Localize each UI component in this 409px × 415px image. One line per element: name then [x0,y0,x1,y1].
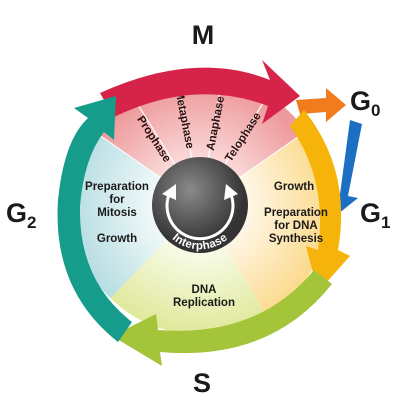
interphase-cycle-arrowhead [162,184,176,200]
phase-g1-sub: 1 [381,213,390,232]
phase-g0-label: G0 [350,86,380,120]
phase-g1-label: G1 [360,198,390,232]
m-arrow [100,60,300,124]
g2-growth-text: Growth [97,233,137,245]
s-dna-line1: DNA [192,284,217,296]
g1-prep-line2: for DNA [274,220,317,232]
g2-sector [70,131,200,299]
phase-g1-main: G [360,198,381,228]
phase-g2-main: G [6,198,27,228]
phase-m-label: M [192,20,215,50]
s-arrow [112,270,332,366]
g2-prep-line2: for [109,194,125,206]
s-dna-line2: Replication [173,297,235,309]
g1-sector [200,131,330,279]
phase-g0-main: G [350,86,371,116]
g1-growth-text: Growth [274,181,314,193]
g2-prep-line1: Preparation [85,181,149,193]
s-sector [110,205,267,335]
g1-prep-line3: Synthesis [269,233,323,245]
phase-g0-sub: 0 [371,101,380,120]
g0-return-arrow [330,120,362,214]
interphase-cycle-arrowhead [224,184,238,200]
g2-arrow [57,96,132,342]
g1-prep-line1: Preparation [264,207,328,219]
phase-s-label: S [193,368,211,398]
phase-g2-sub: 2 [27,213,36,232]
g0-arrow [296,88,346,122]
interphase-cycle-arrow [165,191,235,241]
g1-arrow [290,110,350,292]
g2-prep-line3: Mitosis [97,207,137,219]
phase-g2-label: G2 [6,198,36,232]
